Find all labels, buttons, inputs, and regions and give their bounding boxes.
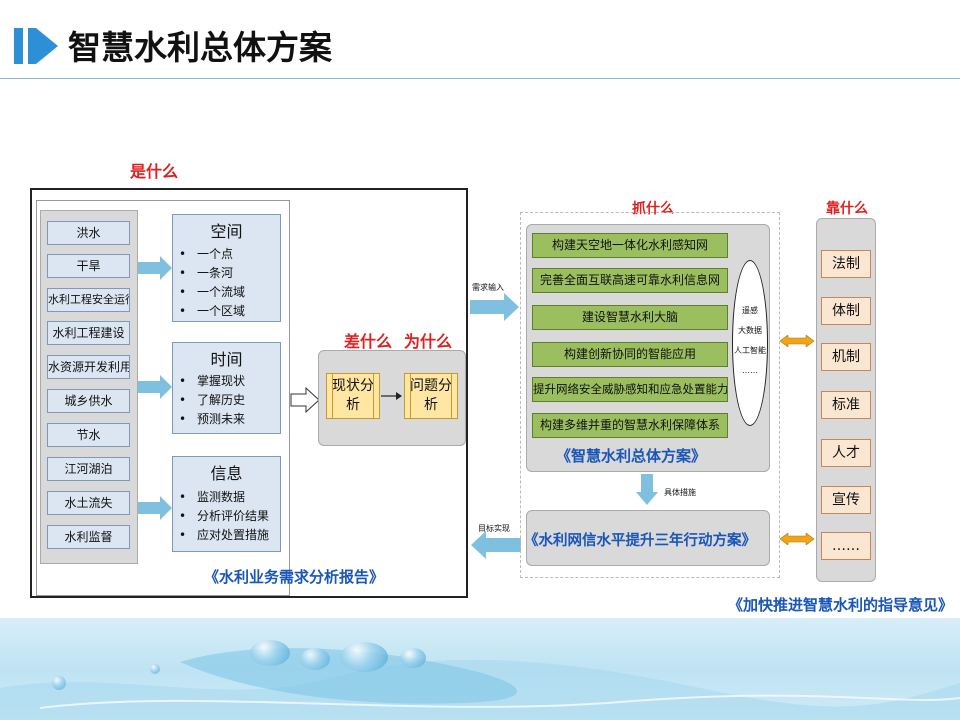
demand-input-label: 需求输入 [472,283,504,292]
dimension-bullet: 一条河 [173,264,280,283]
category-item: 水利工程安全运行 [47,288,130,312]
category-item: 洪水 [47,221,130,245]
plan-caption: 《智慧水利总体方案》 [556,447,707,465]
page-title: 智慧水利总体方案 [68,28,332,67]
problem-analysis-box: 问题分析 [404,373,458,419]
water-drop [250,640,290,666]
dimension-box-time: 时间 掌握现状 了解历史 预测未来 [172,342,281,434]
task-item: 建设智慧水利大脑 [532,305,728,330]
arrow-to-time [138,381,160,393]
category-item: 干旱 [47,254,130,278]
hollow-arrow-icon [290,387,320,413]
dimension-bullet: 掌握现状 [173,372,280,391]
heading-focus: 抓什么 [632,201,674,217]
task-item: 构建天空地一体化水利感知网 [532,233,728,258]
title-accent-bar [14,28,23,64]
arrow-to-info [138,502,160,514]
title-accent-block [28,28,36,64]
task-item: 提升网络安全威胁感知和应急处置能力 [532,377,728,402]
category-item: 城乡供水 [47,389,130,413]
dimension-bullet: 分析评价结果 [173,507,280,526]
action-plan-box [526,510,770,566]
dimension-bullet: 监测数据 [173,488,280,507]
dimension-box-space: 空间 一个点 一条河 一个流域 一个区域 [172,214,281,322]
task-item: 完善全面互联高速可靠水利信息网 [532,268,728,293]
water-drop [340,642,388,672]
arrow-to-space [138,262,160,274]
measures-label: 具体措施 [664,488,696,497]
support-item: 机制 [821,343,871,371]
demand-input-arrow-icon [470,293,519,321]
dimension-bullet: 了解历史 [173,391,280,410]
tech-label: …… [742,366,758,375]
tech-label: 遥感 [742,306,758,315]
double-arrow-icon [780,533,814,545]
title-accent-arrow [36,28,58,64]
support-item: …… [821,532,871,560]
dimension-bullet: 应对处置措施 [173,526,280,545]
arrow-head-icon [160,496,172,520]
heading-what: 是什么 [130,162,179,181]
double-arrow-icon [780,335,814,347]
dimension-title: 空间 [210,222,243,241]
water-drop [300,648,330,670]
title-divider [0,78,960,79]
down-arrow-icon [636,474,658,505]
category-item: 节水 [47,423,130,447]
dimension-title: 信息 [210,464,243,483]
tech-label: 大数据 [738,326,762,335]
category-item: 江河湖泊 [47,457,130,481]
action-plan-caption: 《水利网信水平提升三年行动方案》 [524,533,756,549]
dimension-bullet: 预测未来 [173,410,280,429]
category-item: 水利工程建设 [47,321,130,345]
dimension-bullet: 一个流域 [173,283,280,302]
category-item: 水资源开发利用 [47,355,130,379]
guidance-caption: 《加快推进智慧水利的指导意见》 [728,596,954,614]
task-item: 构建多维并重的智慧水利保障体系 [532,413,728,438]
arrow-head-icon [160,256,172,280]
dimension-box-info: 信息 监测数据 分析评价结果 应对处置措施 [172,456,281,552]
small-arrow-icon [381,392,402,400]
tech-label: 人工智能 [734,346,766,355]
water-drop [400,648,426,668]
task-item: 构建创新协同的智能应用 [532,342,728,367]
water-footer-image [0,618,960,720]
report-caption: 《水利业务需求分析报告》 [204,568,385,586]
target-arrow-icon [471,531,521,559]
heading-rely: 靠什么 [826,201,868,217]
category-item: 水土流失 [47,491,130,515]
dimension-bullet: 一个点 [173,245,280,264]
requirements-inner-frame [36,200,290,596]
water-drop [52,676,66,690]
category-item: 水利监督 [47,525,130,549]
heading-gap: 差什么 [344,332,393,351]
plan-outer-frame [520,212,780,578]
support-item: 宣传 [821,486,871,514]
support-item: 法制 [821,250,871,278]
dimension-bullet: 一个区域 [173,302,280,321]
support-item: 标准 [821,391,871,419]
support-item: 体制 [821,297,871,325]
heading-why: 为什么 [404,332,453,351]
arrow-head-icon [160,375,172,399]
target-label: 目标实现 [478,524,510,533]
status-analysis-box: 现状分析 [326,373,380,419]
technology-ellipse: 遥感 大数据 人工智能 …… [732,260,768,426]
dimension-title: 时间 [210,350,243,369]
water-drop [150,664,160,674]
support-item: 人才 [821,439,871,467]
